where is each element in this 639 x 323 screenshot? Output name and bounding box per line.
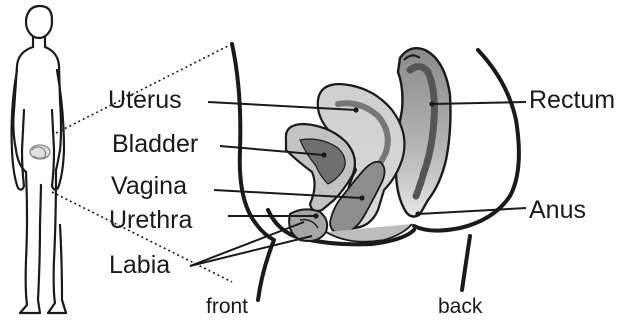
figure-legs xyxy=(20,170,66,313)
label-rectum: Rectum xyxy=(529,86,615,114)
label-bladder: Bladder xyxy=(112,130,198,158)
labia-leader-2 xyxy=(190,236,312,266)
label-back: back xyxy=(438,295,483,318)
label-vagina: Vagina xyxy=(111,172,187,200)
label-front: front xyxy=(206,295,248,318)
figure-hair xyxy=(26,6,52,20)
label-labia: Labia xyxy=(109,251,170,279)
label-urethra: Urethra xyxy=(109,206,192,234)
anus-leader xyxy=(418,208,526,214)
labia-leader-1 xyxy=(190,222,304,266)
body-figure xyxy=(12,6,66,313)
label-anus: Anus xyxy=(529,196,586,224)
figure-pelvis-sketch xyxy=(30,145,50,159)
front-body-wall xyxy=(232,44,274,300)
zoom-guide-lines xyxy=(52,45,232,282)
rectum-shape xyxy=(396,48,451,216)
back-body-wall xyxy=(462,236,470,290)
label-uterus: Uterus xyxy=(108,86,182,114)
